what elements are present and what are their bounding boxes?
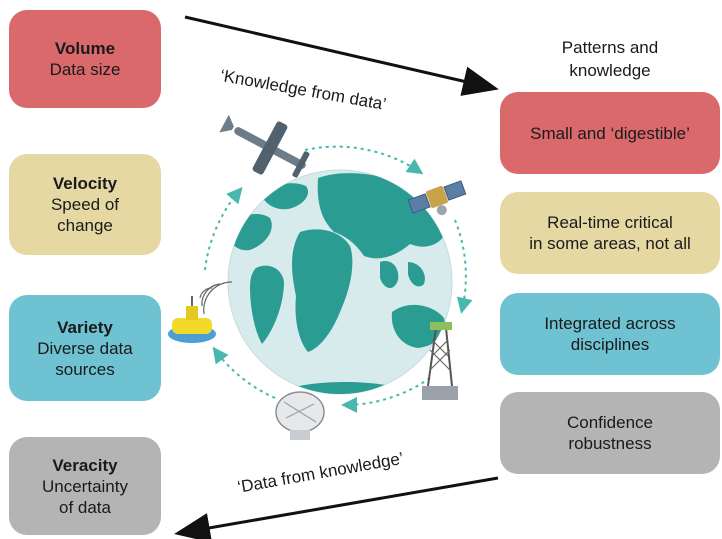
velocity-desc-line1: Speed of — [50, 195, 120, 214]
veracity-desc-line2: of data — [59, 497, 111, 517]
patterns-title: Patterns and knowledge — [520, 36, 700, 82]
integrated-box: Integrated across disciplines — [500, 293, 720, 375]
confidence-box: Confidence robustness — [500, 392, 720, 474]
realtime-line1: Real-time critical — [547, 213, 673, 232]
veracity-box: Veracity Uncertainty of data — [9, 437, 161, 535]
volume-box: Volume Data size — [9, 10, 161, 108]
integrated-line2: disciplines — [570, 335, 650, 354]
velocity-title: Velocity — [52, 174, 118, 193]
volume-title: Volume — [54, 39, 116, 58]
realtime-line2: in some areas, not all — [529, 234, 691, 253]
small-digestible-box: Small and ‘digestible’ — [500, 92, 720, 174]
variety-title: Variety — [57, 317, 113, 337]
satellite-icon — [407, 180, 467, 216]
buoy-icon — [168, 281, 233, 343]
veracity-desc-line1: Uncertainty — [42, 476, 128, 496]
arrow-knowledge-from-data — [184, 15, 499, 96]
variety-desc-line2: sources — [55, 359, 115, 379]
variety-desc-line1: Diverse data — [37, 338, 133, 358]
radar-dish-icon — [275, 391, 325, 440]
arrow-data-from-knowledge — [174, 476, 499, 539]
variety-box: Variety Diverse data sources — [9, 295, 161, 401]
cycle-arrows — [204, 145, 473, 413]
confidence-line1: Confidence — [566, 413, 653, 432]
integrated-line1: Integrated across — [544, 314, 676, 333]
small-digestible-text: Small and ‘digestible’ — [530, 123, 690, 143]
confidence-line2: robustness — [568, 434, 652, 453]
volume-desc: Data size — [49, 60, 121, 79]
patterns-title-line1: Patterns and — [561, 38, 659, 57]
veracity-title: Veracity — [52, 455, 118, 475]
velocity-desc-line2: change — [57, 216, 113, 235]
realtime-box: Real-time critical in some areas, not al… — [500, 192, 720, 274]
velocity-box: Velocity Speed of change — [9, 154, 161, 255]
weather-tower-icon — [422, 322, 458, 400]
drone-icon — [219, 114, 310, 178]
patterns-title-line2: knowledge — [569, 61, 651, 80]
